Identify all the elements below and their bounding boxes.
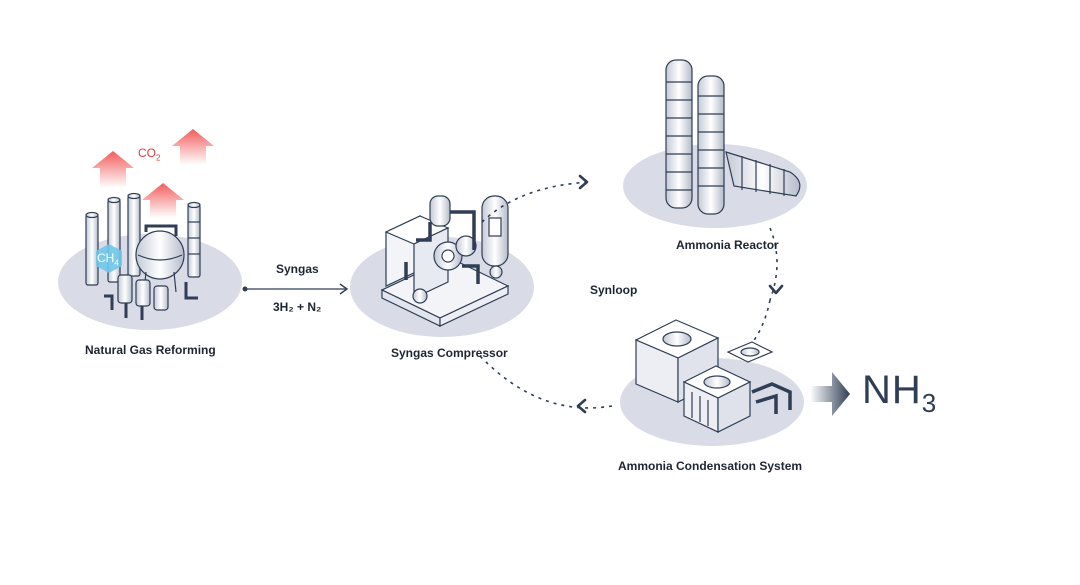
emission-arrow-right <box>172 129 214 165</box>
nh3-subscript: 3 <box>921 388 938 418</box>
stage-label-compressor: Syngas Compressor <box>391 346 508 360</box>
syngas-label: Syngas <box>276 262 319 276</box>
co2-main-text: CO <box>138 146 156 160</box>
stage-label-reforming: Natural Gas Reforming <box>85 343 216 357</box>
co2-label: CO2 <box>138 146 160 162</box>
ch4-subscript: 4 <box>114 258 119 268</box>
co2-emission-arrows <box>92 129 214 218</box>
syngas-connector <box>242 283 349 295</box>
emission-arrow-middle <box>142 183 184 218</box>
ammonia-reactor <box>623 59 807 228</box>
nh3-product-label: NH3 <box>862 368 937 419</box>
loop-arc-to-condenser <box>769 227 778 301</box>
ch4-main-text: CH <box>97 251 115 265</box>
reforming-vessels <box>104 274 198 320</box>
syngas-equation: 3H₂ + N₂ <box>273 300 322 314</box>
reforming-stacks <box>85 192 201 286</box>
loop-arc-to-compressor <box>479 355 613 409</box>
ch4-label: CH4 <box>97 251 119 267</box>
emission-arrow-left <box>92 151 134 188</box>
natural-gas-reforming-plant <box>58 129 242 330</box>
syngas-compressor <box>350 195 534 337</box>
co2-subscript: 2 <box>156 153 161 163</box>
methane-hexagon <box>96 244 122 273</box>
synloop-label: Synloop <box>590 283 638 297</box>
loop-arc-condenser-down <box>747 299 771 349</box>
arrowhead-right <box>578 174 589 190</box>
loop-arrowheads <box>576 174 784 414</box>
ammonia-condensation-system <box>620 319 804 446</box>
stage-label-condensation: Ammonia Condensation System <box>618 459 803 473</box>
nh3-output-arrow <box>810 372 850 416</box>
stage-label-reactor: Ammonia Reactor <box>676 238 779 252</box>
nh3-main-text: NH <box>862 368 922 412</box>
arrowhead-down <box>768 284 784 295</box>
arrowhead-left <box>576 398 587 414</box>
